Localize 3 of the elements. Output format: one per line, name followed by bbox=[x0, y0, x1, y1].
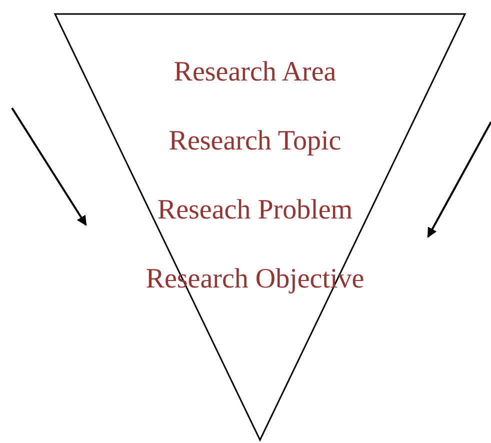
funnel-level-label: Research Topic bbox=[168, 126, 342, 158]
funnel-level-label: Research Area bbox=[174, 58, 336, 88]
funnel-level-label: Reseach Problem bbox=[157, 196, 353, 226]
